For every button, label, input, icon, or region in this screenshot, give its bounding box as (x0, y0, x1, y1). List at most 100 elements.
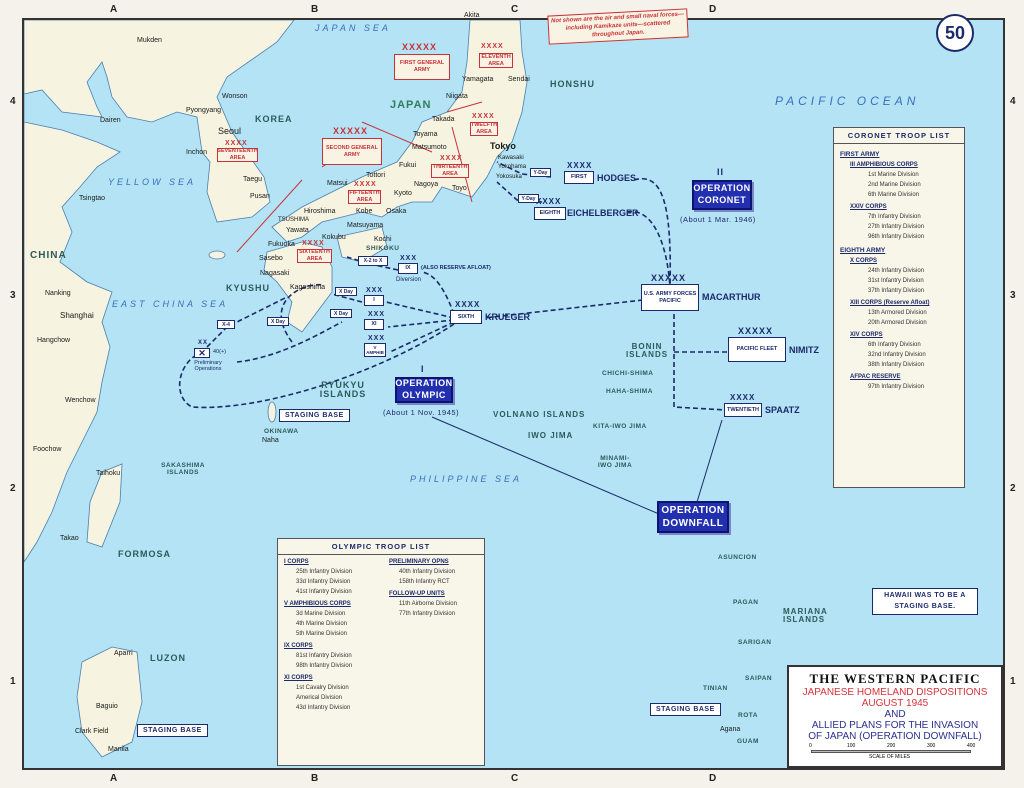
map-subtitle: OF JAPAN (OPERATION DOWNFALL) (808, 731, 982, 742)
operation-downfall-box: OPERATION DOWNFALL (657, 501, 729, 533)
place-label: Shanghai (60, 311, 94, 320)
place-label: Takao (60, 535, 79, 542)
place-label: Yawata (286, 227, 309, 234)
staging-base-marianas: STAGING BASE (650, 703, 721, 716)
unit-item: 4th Marine Division (296, 621, 348, 627)
grid-col-a: A (110, 773, 118, 784)
echelon-marker: XXXX (225, 140, 248, 147)
unit-item: 11th Airborne Division (399, 601, 457, 607)
place-label: Matsumoto (412, 144, 447, 151)
region-label: VOLNANO ISLANDS (493, 410, 586, 419)
place-label: Yokosuka (496, 174, 522, 180)
corps-heading: I CORPS (284, 559, 309, 565)
operation-number: I (421, 364, 425, 374)
place-label: Tottori (366, 172, 386, 179)
unit-item: 25th Infantry Division (296, 569, 353, 575)
ix-corps-note: (ALSO RESERVE AFLOAT) (421, 265, 491, 271)
div40-label: 40(+) (213, 349, 226, 355)
region-label: SARIGAN (738, 639, 772, 646)
unit-item: 6th Marine Division (868, 192, 920, 198)
commander-label: NIMITZ (789, 345, 819, 355)
region-label: OKINAWA (264, 428, 299, 435)
grid-col-b: B (311, 773, 319, 784)
sea-label: PACIFIC OCEAN (775, 94, 920, 108)
scale-label: SCALE OF MILES (869, 754, 911, 760)
place-label: Mukden (137, 37, 162, 44)
place-label: Yamagata (462, 76, 494, 83)
place-label: Kokubu (322, 234, 346, 241)
staging-base-luzon: STAGING BASE (137, 724, 208, 737)
us-unit-ix-corps: IX (398, 263, 418, 274)
us-unit-first-army: FIRST (564, 171, 594, 184)
japanese-unit-eleventh-area: ELEVENTH AREA (479, 53, 513, 68)
unit-item: 2nd Marine Division (868, 182, 921, 188)
place-label: Dairen (100, 117, 121, 124)
us-unit-xi-corps: XI (364, 319, 384, 330)
place-label: Hiroshima (304, 208, 336, 215)
grid-col-c: C (511, 4, 519, 15)
place-label: Foochow (33, 446, 62, 453)
place-label: Inchon (186, 149, 208, 156)
region-label: IWO JIMA (528, 431, 574, 440)
place-label: Akita (464, 12, 480, 19)
echelon-marker: XXXX (472, 113, 495, 120)
operation-number: II (717, 167, 725, 177)
place-label: Tokyo (490, 141, 516, 151)
japanese-unit-sixteenth-area: SIXTEENTH AREA (297, 249, 332, 263)
preliminary-operations-label: Preliminary Operations (194, 360, 222, 372)
unit-item: 32nd Infantry Division (868, 352, 926, 358)
hawaii-note: HAWAII WAS TO BE A STAGING BASE. (872, 588, 978, 615)
map-title: THE WESTERN PACIFIC (809, 671, 981, 686)
place-label: Kagoshima (290, 284, 326, 291)
scale-tick: 200 (887, 743, 896, 749)
unit-item: 20th Armored Division (868, 320, 927, 326)
grid-col-b: B (311, 4, 319, 15)
unit-item: Americal Division (296, 695, 343, 701)
map-subtitle: JAPANESE HOMELAND DISPOSITIONS (802, 687, 988, 698)
downfall-links (431, 416, 723, 515)
commander-label: EICHELBERGER (567, 208, 639, 218)
us-unit-40th-division: ✕ (194, 348, 210, 358)
place-label: Yokohama (498, 164, 527, 170)
grid-row-1: 1 (10, 676, 16, 687)
army-heading: FIRST ARMY (840, 151, 880, 158)
us-unit-sixth-army: SIXTH (450, 310, 482, 324)
place-label: Matsui (327, 180, 348, 187)
commander-label: MACARTHUR (702, 292, 761, 302)
corps-heading: III AMPHIBIOUS CORPS (850, 162, 918, 168)
echelon-marker: XXXX (440, 155, 463, 162)
army-heading: EIGHTH ARMY (840, 247, 886, 254)
formosa (86, 463, 123, 548)
scale-tick: 300 (927, 743, 936, 749)
unit-item: 13th Armored Division (868, 310, 927, 316)
timing-tag: Y-Day (518, 194, 539, 203)
place-label: Seoul (218, 126, 242, 136)
map-subtitle: ALLIED PLANS FOR THE INVASION (811, 720, 979, 731)
echelon-marker: XXX (400, 255, 418, 262)
place-label: Osaka (386, 208, 407, 215)
unit-item: 41st Infantry Division (296, 589, 352, 595)
scale-bar: 0 100 200 300 400 SCALE OF MILES (809, 744, 981, 762)
timing-tag: X Day (330, 309, 352, 318)
grid-col-d: D (709, 4, 717, 15)
region-label: BONIN ISLANDS (625, 342, 669, 359)
japanese-unit-first-general-army: FIRST GENERAL ARMY (394, 54, 450, 80)
place-label: Pusan (250, 193, 270, 200)
echelon-marker: XXXX (354, 181, 377, 188)
echelon-marker: XXXX (536, 197, 562, 206)
unit-item: 1st Cavalry Division (296, 685, 349, 691)
place-label: Kochi (374, 236, 392, 243)
corps-heading: V AMPHIBIOUS CORPS (284, 601, 351, 607)
japanese-unit-thirteenth-area: THIRTEENTH AREA (431, 164, 469, 178)
operation-olympic-box: OPERATION OLYMPIC (395, 377, 453, 403)
japanese-unit-twelfth-area: TWELFTH AREA (470, 122, 498, 136)
us-unit-i-corps: I (364, 295, 384, 306)
sea-label: JAPAN SEA (315, 23, 391, 33)
map-number-badge: 50 (936, 14, 974, 52)
place-label: Taegu (243, 176, 263, 183)
echelon-marker: XXXXX (402, 42, 438, 52)
unit-item: 98th Infantry Division (296, 663, 353, 669)
place-label: Sasebo (259, 255, 283, 262)
region-label: KITA-IWO JIMA (593, 423, 647, 430)
unit-item: 31st Infantry Division (868, 278, 924, 284)
